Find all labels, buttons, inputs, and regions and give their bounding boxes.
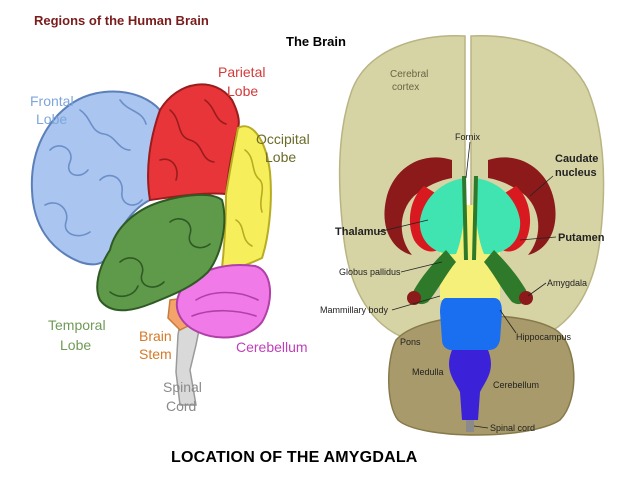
amygdala-label: Amygdala: [547, 278, 587, 288]
lateral-brain-view: Frontal Lobe Parietal Lobe Occipital Lob…: [30, 64, 310, 414]
left-amygdala-shape: [407, 291, 421, 305]
right-amygdala-shape: [519, 291, 533, 305]
pons-label: Pons: [400, 337, 421, 347]
brain-diagram-title: The Brain: [286, 34, 346, 49]
lateral-labels: Frontal Lobe Parietal Lobe Occipital Lob…: [30, 64, 310, 414]
occipital-lobe-label: Occipital: [256, 131, 310, 147]
coronal-cerebellum-label: Cerebellum: [493, 380, 539, 390]
coronal-spinal-cord-label: Spinal cord: [490, 423, 535, 433]
medulla-label: Medulla: [412, 367, 444, 377]
frontal-lobe-label: Frontal: [30, 93, 74, 109]
parietal-lobe-label: Parietal: [218, 64, 265, 80]
gyri-texture: [44, 99, 264, 317]
brain-stem-label: Brain: [139, 328, 172, 344]
putamen-label: Putamen: [558, 232, 605, 244]
coronal-labels: Cerebral cortex Fornix Caudate nucleus T…: [320, 69, 605, 433]
cerebral-cortex-label: Cerebral: [390, 69, 428, 80]
right-hippocampus-shape: [484, 250, 528, 305]
temporal-lobe-label: Temporal: [48, 317, 106, 333]
frontal-lobe-label-2: Lobe: [36, 111, 67, 127]
spinal-cord-label-2: Cord: [166, 398, 196, 414]
left-hippocampus-shape: [412, 250, 456, 305]
brain-stem-label-2: Stem: [139, 346, 172, 362]
fornix-shape: [462, 176, 478, 260]
coronal-brain-view: Cerebral cortex Fornix Caudate nucleus T…: [320, 35, 605, 436]
temporal-lobe-label-2: Lobe: [60, 337, 91, 353]
spinal-cord-label: Spinal: [163, 379, 202, 395]
left-caudate-shape: [384, 157, 452, 255]
left-thalamus-shape: [419, 178, 466, 255]
mammillary-body-label: Mammillary body: [320, 305, 389, 315]
globus-pallidus-label: Globus pallidus: [339, 267, 401, 277]
medulla-shape: [449, 350, 491, 420]
page-title: Regions of the Human Brain: [34, 13, 209, 28]
cerebellum-shape: [175, 264, 272, 339]
figure-caption: LOCATION OF THE AMYGDALA: [171, 449, 418, 466]
right-caudate-shape: [488, 157, 556, 255]
thalamus-label: Thalamus: [335, 226, 386, 238]
fornix-label: Fornix: [455, 132, 481, 142]
temporal-lobe-shape: [96, 193, 226, 312]
caudate-label-2: nucleus: [555, 167, 597, 179]
cerebral-cortex-label-2: cortex: [392, 82, 419, 93]
caudate-label: Caudate: [555, 153, 598, 165]
pons-shape: [440, 298, 502, 350]
leader-lines: [377, 141, 557, 429]
hippocampus-label: Hippocampus: [516, 332, 572, 342]
right-thalamus-shape: [474, 178, 521, 255]
parietal-lobe-label-2: Lobe: [227, 83, 258, 99]
coronal-spinal-cord-shape: [466, 420, 474, 432]
occipital-lobe-label-2: Lobe: [265, 149, 296, 165]
cerebellum-label: Cerebellum: [236, 339, 308, 355]
